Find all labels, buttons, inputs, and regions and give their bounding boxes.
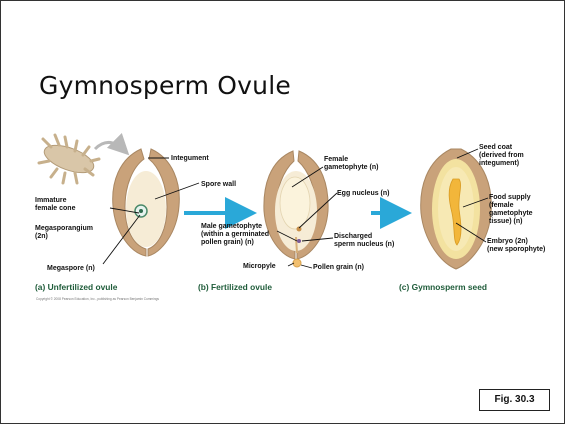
caption-gymnosperm-seed: (c) Gymnosperm seed [399, 282, 487, 292]
label-micropyle: Micropyle [243, 263, 276, 271]
label-immature-female-cone: Immature female cone [35, 197, 75, 213]
immature-cone-illustration [39, 135, 125, 183]
label-megasporangium: Megasporangium (2n) [35, 225, 93, 241]
fertilized-ovule-illustration [264, 151, 328, 267]
label-female-gametophyte: Female gametophyte (n) [324, 156, 378, 172]
caption-unfertilized-ovule: (a) Unfertilized ovule [35, 282, 117, 292]
label-egg-nucleus: Egg nucleus (n) [337, 190, 390, 198]
label-spore-wall: Spore wall [201, 181, 236, 189]
label-integument: Integument [171, 155, 209, 163]
label-male-gametophyte: Male gametophyte (within a germinated po… [201, 223, 269, 247]
label-megaspore: Megaspore (n) [47, 265, 95, 273]
copyright-notice: Copyright © 2008 Pearson Education, Inc.… [36, 297, 159, 301]
caption-fertilized-ovule: (b) Fertilized ovule [198, 282, 272, 292]
label-seed-coat: Seed coat (derived from integument) [479, 144, 524, 168]
label-food-supply: Food supply (female gametophyte tissue) … [489, 194, 533, 226]
label-embryo: Embryo (2n) (new sporophyte) [487, 238, 545, 254]
unfertilized-ovule-illustration [113, 149, 180, 256]
label-discharged-sperm-nucleus: Discharged sperm nucleus (n) [334, 233, 394, 249]
label-pollen-grain: Pollen grain (n) [313, 264, 364, 272]
figure-reference: Fig. 30.3 [479, 389, 550, 411]
